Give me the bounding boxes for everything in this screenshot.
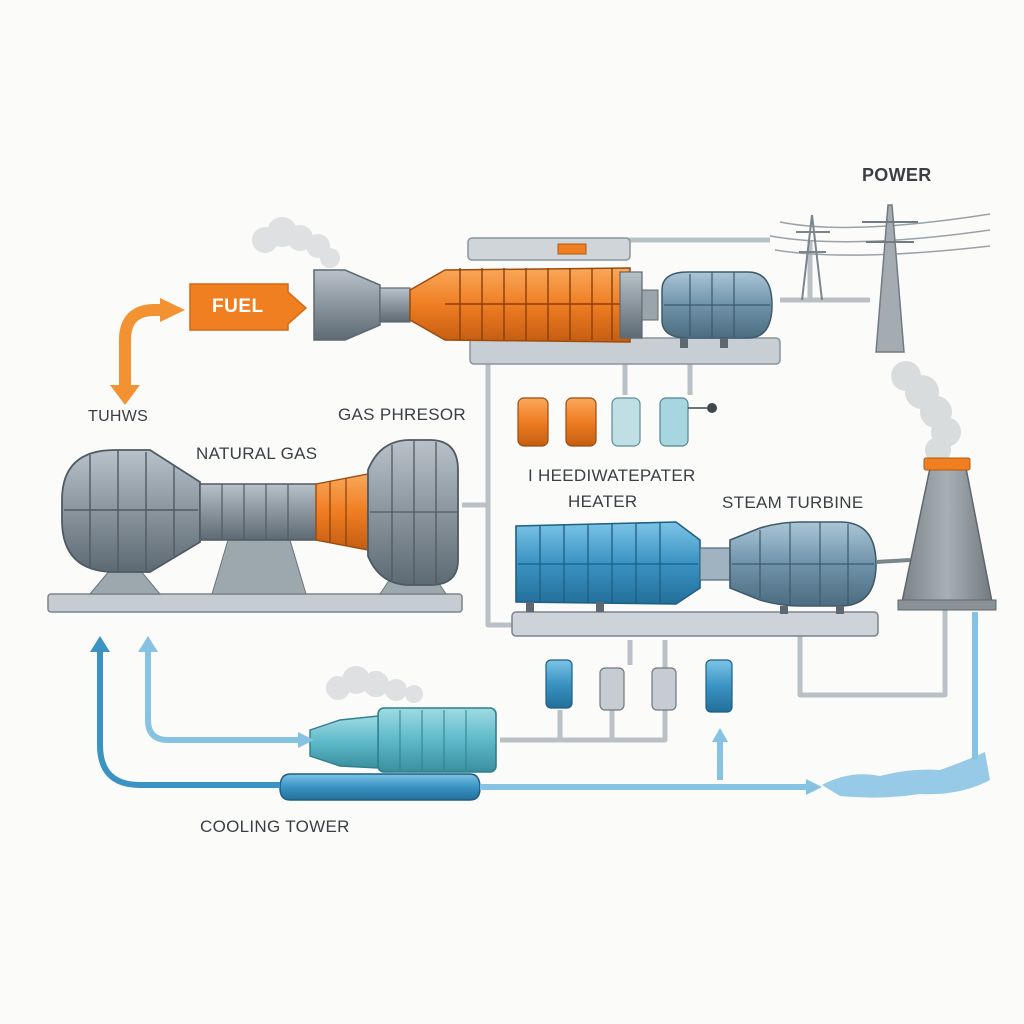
arrow-head-right-pool [806, 779, 822, 795]
steam-puff-top [252, 217, 340, 268]
cooling-water-flows [97, 612, 978, 790]
arrow-head-blue-up [90, 636, 110, 652]
label-fuel: FUEL [212, 296, 264, 317]
label-heater: HEATER [568, 492, 638, 511]
gas-turbine-top [313, 237, 781, 365]
arrow-head-up-tank [712, 728, 728, 742]
pylon-small [796, 214, 830, 301]
natural-gas-turbine [47, 439, 463, 613]
label-gas-phresor: GAS PHRESOR [338, 405, 466, 424]
label-natural-gas: NATURAL GAS [196, 444, 318, 463]
condenser-unit [279, 707, 497, 801]
steam-puff-bottom [326, 666, 423, 703]
water-pool [822, 752, 990, 798]
fuel-flow-arrow [119, 304, 176, 396]
power-lines [769, 213, 991, 256]
feedwater-tanks [517, 397, 717, 447]
label-feedwater: I HEEDIWATEPATER [528, 466, 696, 485]
label-cooling-tower: COOLING TOWER [200, 817, 350, 836]
label-power: POWER [862, 165, 932, 185]
label-turns: TUНWS [88, 408, 149, 425]
steam-turbine [511, 521, 911, 637]
fuel-badge [189, 283, 308, 331]
fuel-arrow-head-down [110, 385, 140, 405]
steam-puff-tower [891, 361, 961, 463]
label-steam-turbine: STEAM TURBINE [722, 493, 864, 512]
arrow-head-light-up [138, 636, 158, 652]
pylon-tall [862, 204, 918, 353]
condensate-tanks [545, 659, 733, 713]
cooling-tower-structure [897, 457, 997, 611]
arrow-head-right-cond [298, 732, 314, 748]
fuel-arrow-head-up [160, 298, 185, 322]
